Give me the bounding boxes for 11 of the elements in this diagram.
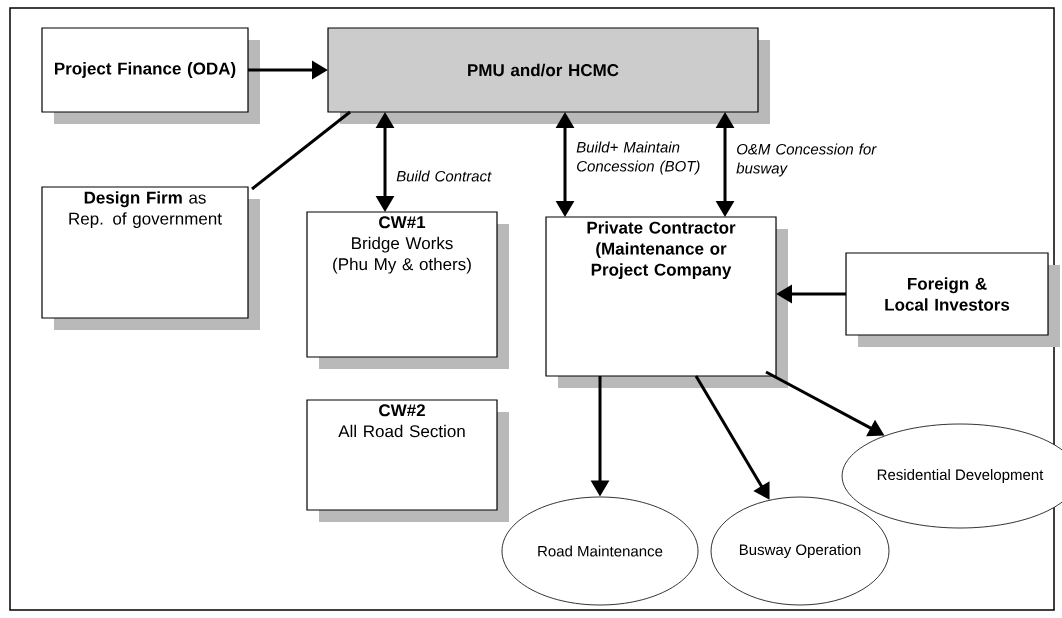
process-box: Project Finance (ODA) [41,27,260,124]
process-box: Design Firm as Rep. of government [41,186,260,330]
process-box: Private Contractor (Maintenance or Project Company [545,216,788,388]
process-box: Foreign & Local Investors [845,252,1060,347]
node-label: Residential Development [877,469,1044,483]
process-box: CW#1 Bridge Works (Phu My & others) [306,211,509,369]
process-box: PMU and/or HCMC [327,27,770,124]
process-box: CW#2 All Road Section [306,399,509,522]
edge-label: Build Contract [396,170,492,182]
edge-label: O&M Concession for busway [736,143,877,177]
edge-label: Build+ Maintain Concession (BOT) [576,141,700,175]
